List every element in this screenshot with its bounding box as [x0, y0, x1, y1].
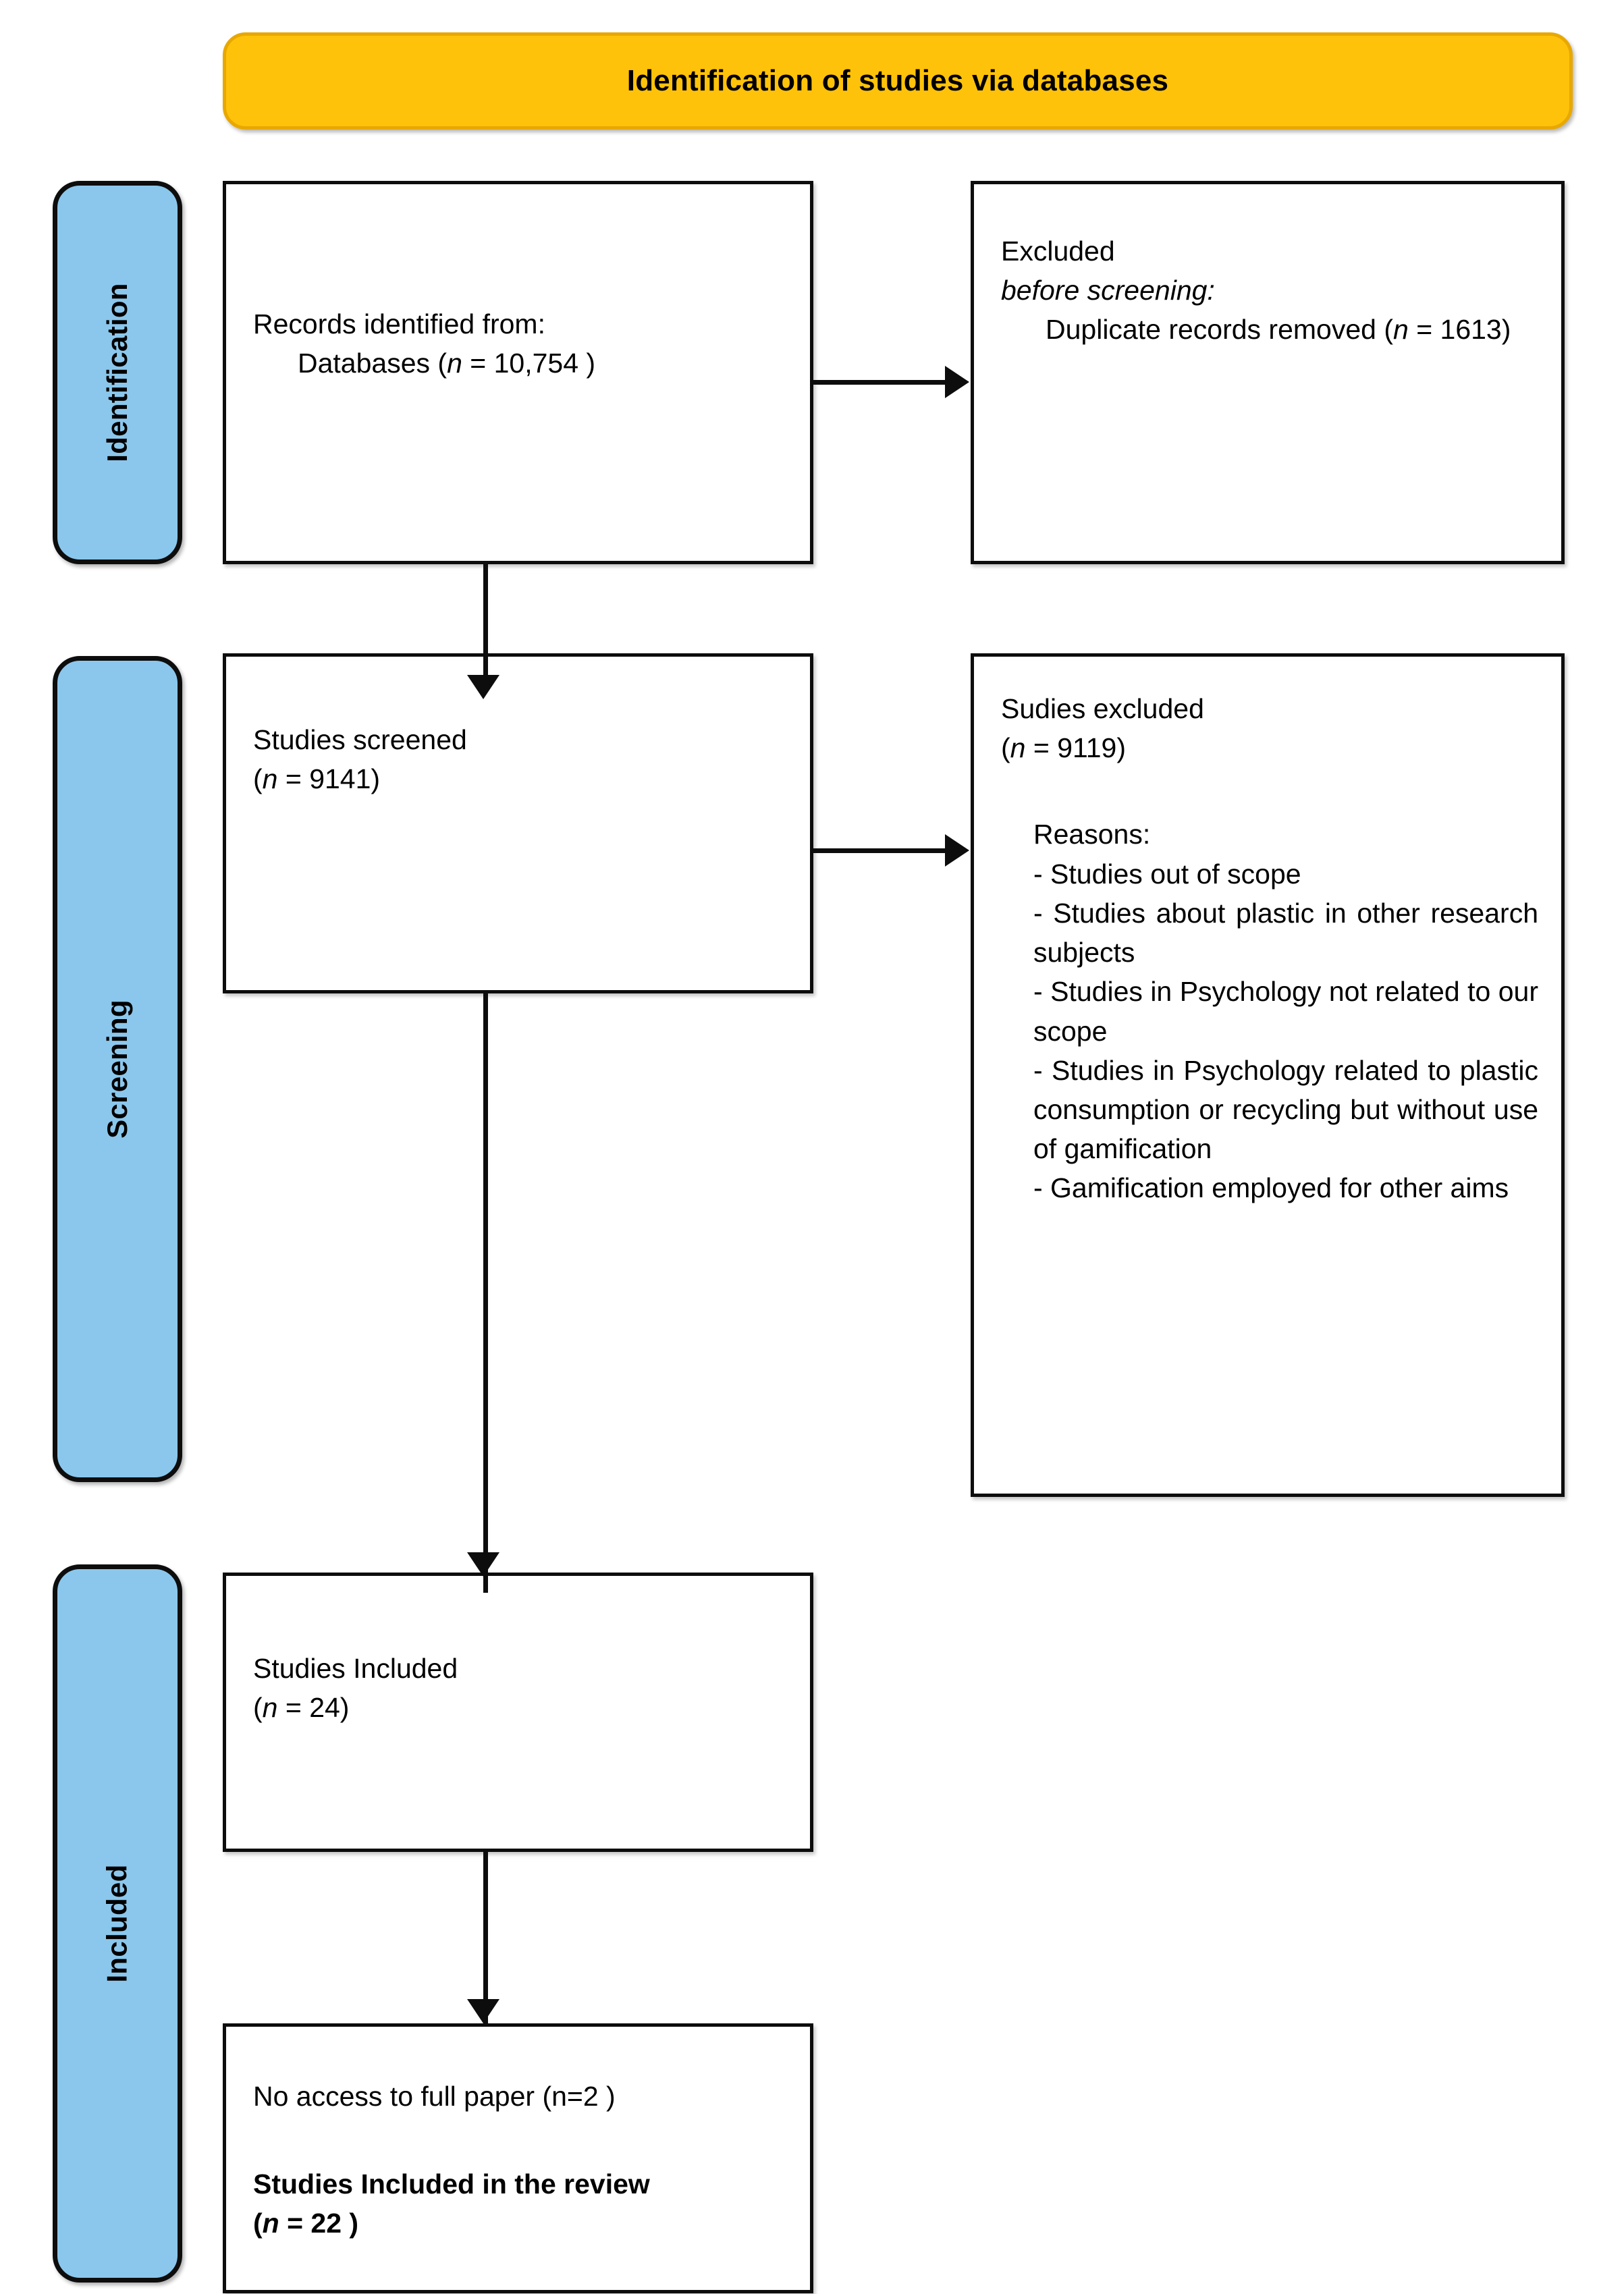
- no-access-to-full-paper: No access to full paper (n=2 ): [253, 2081, 616, 2112]
- stage-label-screening-text: Screening: [101, 1000, 133, 1139]
- arrow-right-icon: [945, 366, 969, 398]
- records-identified-databases-suffix: = 10,754 ): [462, 348, 596, 379]
- box-studies-included-in-review: No access to full paper (n=2 ) Studies I…: [223, 2023, 813, 2293]
- studies-included-review-suffix: = 22 ): [279, 2208, 359, 2239]
- studies-screened-n-symbol: n: [262, 763, 278, 795]
- reason-item: - Studies in Psychology not related to o…: [1033, 976, 1538, 1047]
- connector-screened-to-included-line: [483, 993, 488, 1593]
- box-studies-excluded: Sudies excluded (n = 9119) Reasons: - St…: [971, 653, 1565, 1497]
- studies-included-count-suffix: = 24): [277, 1692, 350, 1724]
- studies-excluded-count-suffix: = 9119): [1025, 732, 1127, 764]
- studies-excluded-count: (n = 9119): [1001, 728, 1538, 767]
- studies-included-count-prefix: (: [253, 1692, 263, 1724]
- connector-included-to-final-line: [483, 1852, 488, 2026]
- studies-screened-heading: Studies screened: [253, 724, 467, 755]
- duplicate-records-n-symbol: n: [1392, 314, 1409, 346]
- records-identified-n-symbol: n: [447, 348, 462, 379]
- stage-label-included: Included: [53, 1564, 182, 2283]
- header-banner: Identification of studies via databases: [223, 32, 1573, 130]
- studies-excluded-n-symbol: n: [1010, 732, 1026, 764]
- duplicate-records-prefix: Duplicate records removed (: [1046, 314, 1393, 346]
- box-studies-included: Studies Included (n = 24): [223, 1573, 813, 1852]
- studies-included-heading: Studies Included: [253, 1653, 458, 1684]
- excluded-before-subheading: before screening:: [1001, 275, 1215, 306]
- studies-included-review-n-symbol: n: [262, 2208, 279, 2239]
- stage-label-identification-text: Identification: [101, 283, 133, 462]
- studies-included-review-prefix: (: [253, 2208, 263, 2239]
- records-identified-databases: Databases (n = 10,754 ): [253, 344, 787, 383]
- excluded-before-heading: Excluded: [1001, 236, 1115, 267]
- reasons-spacer: [1001, 767, 1538, 815]
- reason-item: - Studies about plastic in other researc…: [1033, 897, 1538, 968]
- studies-included-n-symbol: n: [262, 1692, 278, 1724]
- box-excluded-before-screening: Excluded before screening: Duplicate rec…: [971, 181, 1565, 564]
- connector-identified-to-excluded-before-line: [813, 380, 948, 385]
- reason-item: - Studies in Psychology related to plast…: [1033, 1054, 1538, 1165]
- studies-excluded-count-prefix: (: [1001, 732, 1010, 764]
- final-spacer: [253, 2116, 787, 2164]
- arrow-down-icon: [467, 1999, 499, 2023]
- reason-item: - Studies out of scope: [1033, 858, 1301, 890]
- studies-screened-count-prefix: (: [253, 763, 263, 795]
- duplicate-records-removed: Duplicate records removed (n = 1613): [1001, 310, 1538, 349]
- header-title: Identification of studies via databases: [626, 64, 1169, 97]
- stage-label-identification: Identification: [53, 181, 182, 564]
- studies-included-review-heading: Studies Included in the review: [253, 2168, 650, 2200]
- reason-item: - Gamification employed for other aims: [1033, 1172, 1509, 1204]
- arrow-down-icon: [467, 1552, 499, 1577]
- reasons-heading: Reasons:: [1033, 819, 1151, 850]
- box-records-identified: Records identified from: Databases (n = …: [223, 181, 813, 564]
- studies-included-count: (n = 24): [253, 1688, 787, 1727]
- stage-label-included-text: Included: [101, 1864, 133, 1983]
- records-identified-heading: Records identified from:: [253, 308, 545, 339]
- records-identified-databases-prefix: Databases (: [298, 348, 448, 379]
- duplicate-records-suffix: = 1613): [1408, 314, 1511, 346]
- studies-screened-count-suffix: = 9141): [277, 763, 381, 795]
- studies-included-review-count: (n = 22 ): [253, 2204, 787, 2243]
- stage-label-screening: Screening: [53, 656, 182, 1482]
- connector-identified-to-screened-line: [483, 564, 488, 679]
- box-studies-screened: Studies screened (n = 9141): [223, 653, 813, 993]
- arrow-down-icon: [467, 675, 499, 699]
- studies-screened-count: (n = 9141): [253, 759, 787, 798]
- connector-screened-to-excluded-reasons-line: [813, 848, 948, 853]
- studies-excluded-heading: Sudies excluded: [1001, 693, 1204, 724]
- arrow-right-icon: [945, 834, 969, 867]
